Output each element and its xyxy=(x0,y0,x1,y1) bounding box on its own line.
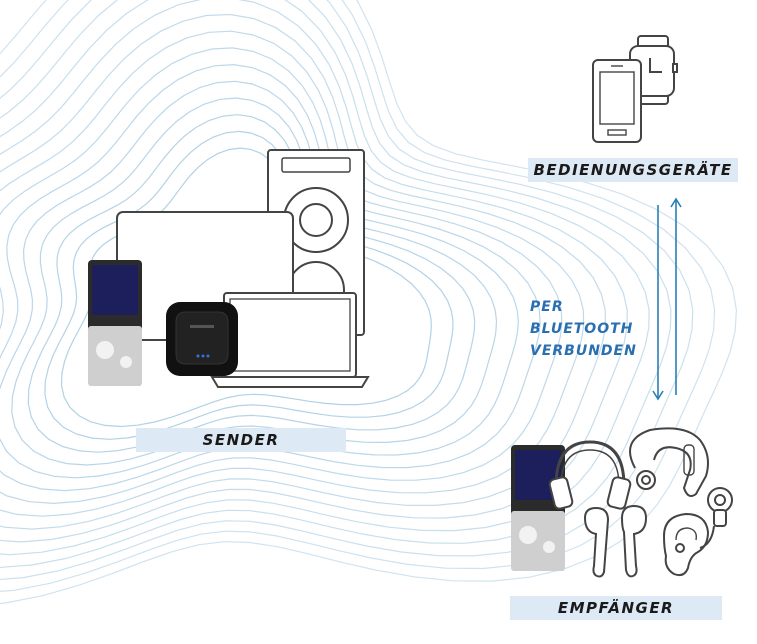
wave-line xyxy=(0,30,585,517)
laptop-icon xyxy=(210,292,370,388)
label-empfaenger: EMPFÄNGER xyxy=(510,596,722,620)
connection-text: PER BLUETOOTH VERBUNDEN xyxy=(530,296,637,362)
wave-line xyxy=(0,0,650,556)
in-ear-hearing-aid-icon xyxy=(662,487,733,577)
wave-line xyxy=(0,13,607,530)
smartphone-icon xyxy=(592,59,642,143)
bidirectional-arrows xyxy=(652,197,682,401)
media-player-icon xyxy=(88,260,142,386)
wave-field xyxy=(0,0,738,605)
label-empfaenger-text: EMPFÄNGER xyxy=(557,599,675,617)
wave-line xyxy=(0,0,738,605)
wave-line xyxy=(0,0,716,593)
transmitter-icon xyxy=(166,302,238,376)
label-sender-text: SENDER xyxy=(202,431,280,449)
label-sender: SENDER xyxy=(136,428,346,452)
label-bedienungsgeraete: BEDIENUNGSGERÄTE xyxy=(528,158,738,182)
wave-line xyxy=(0,0,672,569)
connection-line-2: BLUETOOTH xyxy=(530,321,634,337)
hearing-aid-icon xyxy=(629,427,709,497)
wave-line xyxy=(0,0,694,581)
receiver-media-player-icon xyxy=(511,445,565,571)
headphones-icon xyxy=(548,440,632,510)
connection-line-1: PER xyxy=(530,299,564,315)
earbuds-icon xyxy=(583,504,648,578)
wave-line xyxy=(0,0,628,543)
label-bedienungsgeraete-text: BEDIENUNGSGERÄTE xyxy=(533,161,733,179)
connection-line-3: VERBUNDEN xyxy=(530,343,637,359)
